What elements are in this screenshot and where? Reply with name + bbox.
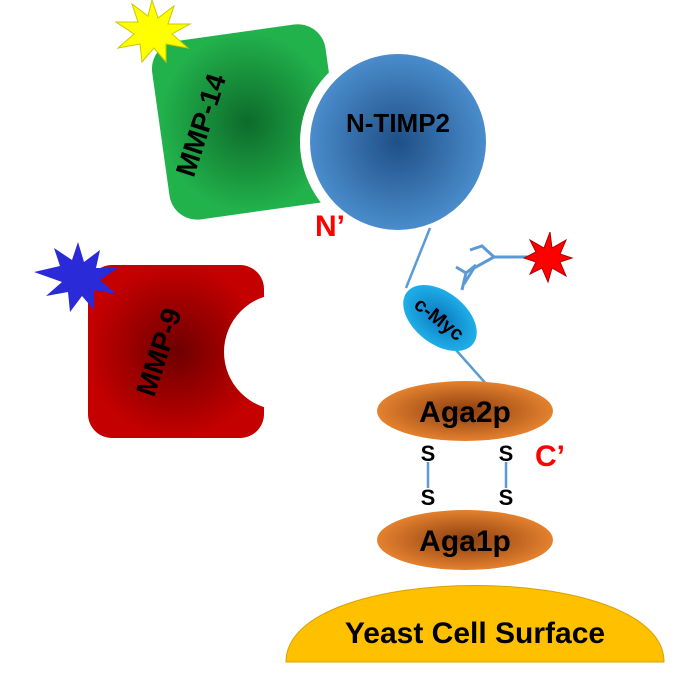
cmyc-tag (403, 285, 477, 351)
disulfide-s: S (499, 485, 514, 510)
blue-star-icon (34, 242, 118, 312)
aga1p-label: Aga1p (419, 525, 511, 558)
yeast-cell-surface-label: Yeast Cell Surface (345, 617, 605, 650)
ntimp2-label: N-TIMP2 (346, 108, 450, 138)
mmp9-enzyme: MMP-9 (88, 265, 264, 438)
linkers (404, 227, 508, 488)
disulfide-s: S (499, 441, 514, 466)
yellow-star-icon (114, 0, 192, 64)
red-star-icon (522, 231, 574, 284)
antibody-icon (455, 244, 538, 291)
mmp14-enzyme: MMP-14 (151, 24, 344, 220)
aga2p-label: Aga2p (419, 396, 511, 429)
aga1p-protein (377, 510, 553, 570)
yeast-cell-surface (285, 585, 665, 663)
n-terminus-label: N’ (315, 210, 345, 243)
disulfide-s: S (421, 441, 436, 466)
aga2p-protein (377, 381, 553, 441)
disulfide-s: S (421, 485, 436, 510)
ntimp2-domain (310, 54, 486, 230)
c-terminus-label: C’ (535, 440, 565, 473)
